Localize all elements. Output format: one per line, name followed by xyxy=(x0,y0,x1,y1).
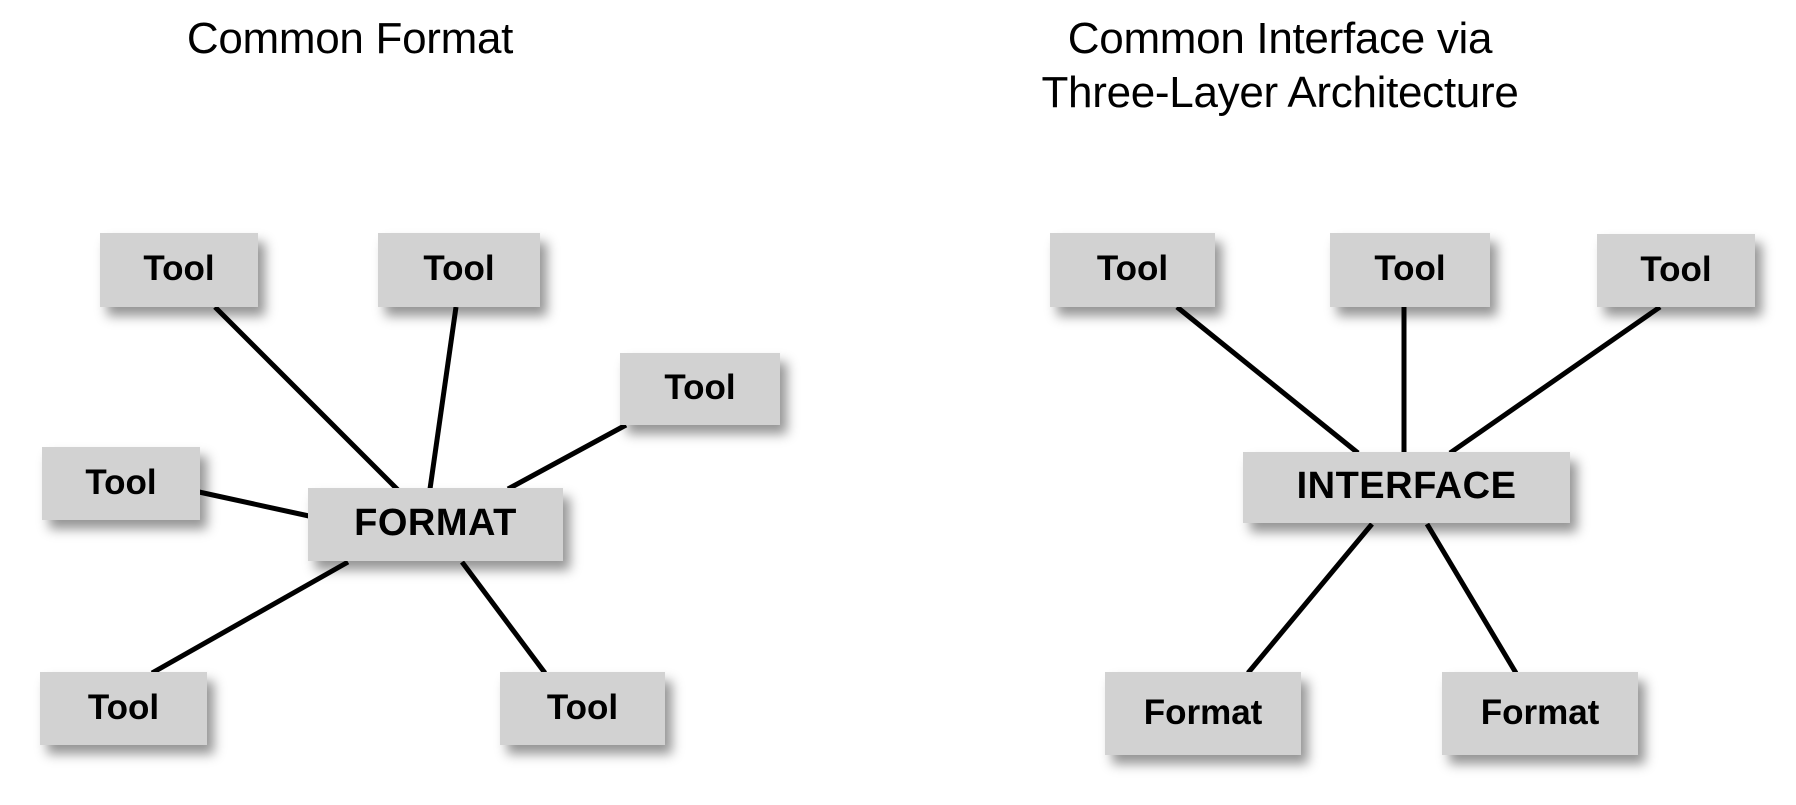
node-left-tool-label: Tool xyxy=(143,249,215,288)
edge-left-4 xyxy=(150,559,350,676)
node-left-tool-label: Tool xyxy=(664,368,736,407)
node-left-tool-label: Tool xyxy=(423,249,495,288)
node-left-tool-1[interactable]: Tool xyxy=(378,233,540,307)
node-right-tool-0[interactable]: Tool xyxy=(1050,233,1215,307)
edge-right-4 xyxy=(1424,522,1519,675)
node-right-format-3[interactable]: Format xyxy=(1105,672,1301,755)
edge-right-3 xyxy=(1246,522,1374,675)
edge-right-2 xyxy=(1448,304,1662,456)
node-left-tool-4[interactable]: Tool xyxy=(40,672,207,745)
node-left-tool-3[interactable]: Tool xyxy=(42,447,200,520)
node-left-tool-5[interactable]: Tool xyxy=(500,672,665,745)
hub-left-format-label: FORMAT xyxy=(354,502,517,544)
edge-right-0 xyxy=(1175,305,1360,455)
node-right-tool-label: Tool xyxy=(1096,249,1169,288)
edge-left-5 xyxy=(459,560,548,675)
edge-left-1 xyxy=(427,306,459,490)
panel-title-right: Common Interface via Three-Layer Archite… xyxy=(1041,14,1519,117)
edge-left-3 xyxy=(198,489,310,519)
node-left-tool-0[interactable]: Tool xyxy=(100,233,258,307)
node-right-format-label: Format xyxy=(1143,692,1263,732)
node-right-tool-label: Tool xyxy=(1640,249,1712,289)
node-left-tool-label: Tool xyxy=(546,687,619,727)
hub-left-format[interactable]: FORMAT xyxy=(308,488,563,561)
node-right-format-4[interactable]: Format xyxy=(1442,672,1638,755)
node-right-tool-1[interactable]: Tool xyxy=(1330,233,1490,307)
hub-right-interface-label: INTERFACE xyxy=(1296,465,1517,507)
node-right-format-label: Format xyxy=(1480,692,1600,732)
panel-title-left: Common Format xyxy=(186,14,514,63)
edge-left-2 xyxy=(506,422,628,492)
node-right-tool-label: Tool xyxy=(1374,249,1446,288)
node-left-tool-2[interactable]: Tool xyxy=(620,353,780,425)
hub-right-interface[interactable]: INTERFACE xyxy=(1243,452,1570,523)
node-left-tool-label: Tool xyxy=(87,687,160,727)
node-left-tool-label: Tool xyxy=(85,462,157,502)
edge-left-0 xyxy=(213,305,400,492)
node-right-tool-2[interactable]: Tool xyxy=(1597,234,1755,307)
